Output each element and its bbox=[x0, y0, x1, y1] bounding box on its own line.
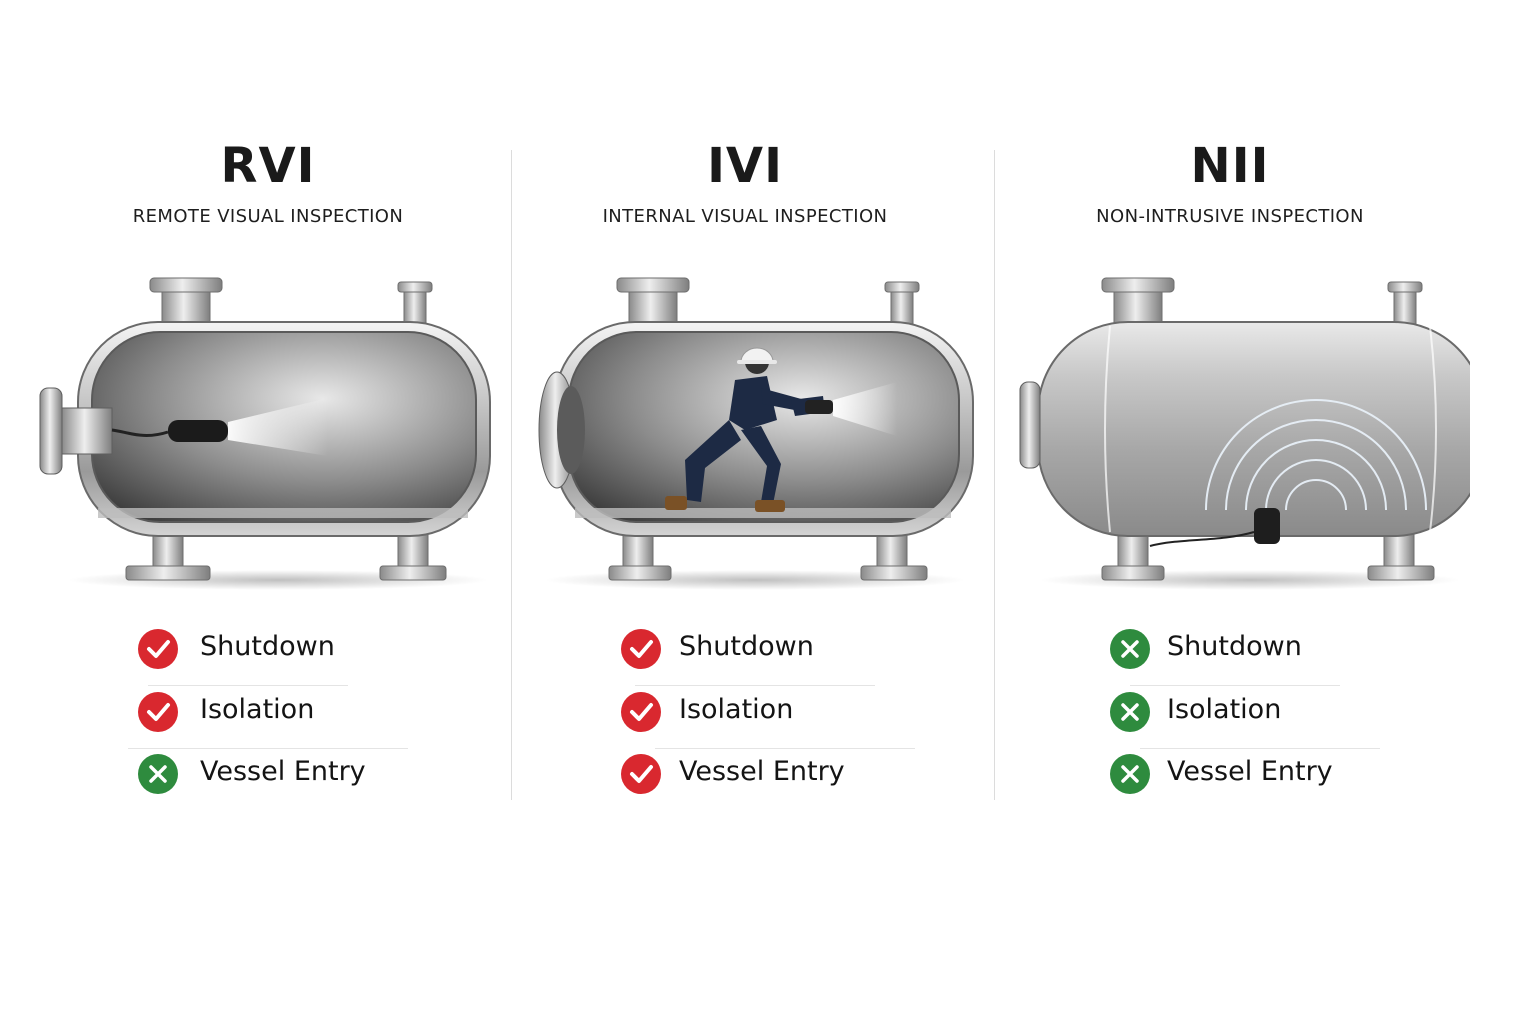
panel-subtitle: REMOTE VISUAL INSPECTION bbox=[132, 206, 404, 227]
vessel-cutaway-illustration bbox=[538, 277, 974, 590]
row-divider bbox=[655, 748, 915, 749]
requirement-label: Isolation bbox=[200, 694, 315, 725]
requirement-row: Vessel Entry bbox=[990, 750, 1470, 800]
check-icon bbox=[138, 629, 178, 669]
panel-title: RVI bbox=[220, 138, 316, 194]
vessel-cutaway-illustration bbox=[39, 277, 491, 590]
panel-ivi: IVI INTERNAL VISUAL INSPECTION bbox=[505, 0, 985, 1024]
row-divider bbox=[635, 685, 875, 686]
row-divider bbox=[148, 685, 348, 686]
requirement-label: Vessel Entry bbox=[200, 756, 366, 787]
panel-title: IVI bbox=[707, 138, 783, 194]
requirement-row: Shutdown bbox=[28, 625, 508, 686]
requirement-row: Vessel Entry bbox=[28, 750, 508, 800]
inspector-figure bbox=[665, 347, 897, 512]
cross-icon bbox=[1110, 692, 1150, 732]
panel-subtitle: INTERNAL VISUAL INSPECTION bbox=[602, 206, 888, 227]
row-divider bbox=[1130, 685, 1340, 686]
requirement-row: Vessel Entry bbox=[505, 750, 985, 800]
check-icon bbox=[621, 754, 661, 794]
row-divider bbox=[128, 748, 408, 749]
check-icon bbox=[621, 629, 661, 669]
check-icon bbox=[138, 692, 178, 732]
requirement-label: Isolation bbox=[1167, 694, 1282, 725]
cross-icon bbox=[138, 754, 178, 794]
requirement-label: Isolation bbox=[679, 694, 794, 725]
requirement-row: Shutdown bbox=[505, 625, 985, 686]
requirement-label: Shutdown bbox=[679, 631, 814, 662]
panel-subtitle: NON-INTRUSIVE INSPECTION bbox=[1096, 206, 1364, 227]
panel-title: NII bbox=[1190, 138, 1270, 194]
requirement-label: Vessel Entry bbox=[1167, 756, 1333, 787]
requirement-label: Shutdown bbox=[200, 631, 335, 662]
panel-divider bbox=[511, 150, 512, 800]
cross-icon bbox=[1110, 754, 1150, 794]
requirement-row: Shutdown bbox=[990, 625, 1470, 686]
requirement-label: Vessel Entry bbox=[679, 756, 845, 787]
panel-rvi: RVI REMOTE VISUAL INSPECTION Shutdown bbox=[28, 0, 508, 1024]
panel-divider bbox=[994, 150, 995, 800]
row-divider bbox=[1140, 748, 1380, 749]
vessel-exterior-illustration bbox=[1019, 277, 1470, 590]
check-icon bbox=[621, 692, 661, 732]
requirement-label: Shutdown bbox=[1167, 631, 1302, 662]
requirement-row: Isolation bbox=[28, 688, 508, 749]
panel-nii: NII NON-INTRUSIVE INSPECTION Shutdown bbox=[990, 0, 1470, 1024]
requirement-row: Isolation bbox=[505, 688, 985, 749]
requirement-row: Isolation bbox=[990, 688, 1470, 749]
cross-icon bbox=[1110, 629, 1150, 669]
